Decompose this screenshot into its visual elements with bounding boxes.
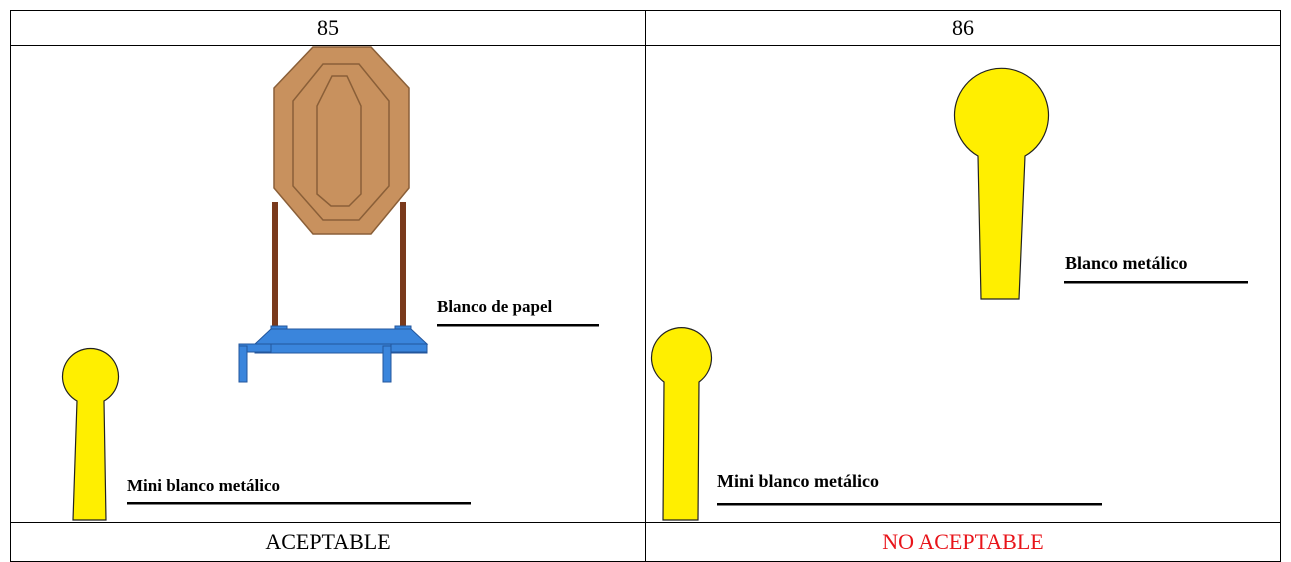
verdict-acceptable: ACEPTABLE — [10, 522, 646, 562]
paper-target-label: Blanco de papel — [437, 297, 553, 316]
paper-target-stand — [238, 202, 429, 383]
column-header-85: 85 — [10, 10, 646, 46]
metal-target-label-underline — [1064, 281, 1248, 284]
metal-target — [953, 67, 1050, 300]
verdict-not-acceptable: NO ACEPTABLE — [645, 522, 1281, 562]
comparison-table: 85 86 — [10, 10, 1281, 562]
mini-metal-target — [61, 347, 120, 521]
left-illustration: Blanco de papel Mini blanco metálico — [61, 46, 599, 521]
mini-metal-target — [650, 327, 713, 521]
mini-metal-label-underline — [717, 503, 1102, 506]
mini-metal-target-label: Mini blanco metálico — [127, 476, 280, 495]
metal-target-label: Blanco metálico — [1065, 253, 1187, 273]
right-illustration-cell: Blanco metálico Mini blanco metálico — [645, 45, 1281, 523]
column-header-86: 86 — [645, 10, 1281, 46]
left-illustration-cell: Blanco de papel Mini blanco metálico — [10, 45, 646, 523]
mini-metal-target-label: Mini blanco metálico — [717, 471, 879, 491]
mini-metal-label-underline — [127, 502, 471, 505]
paper-target — [273, 46, 410, 235]
right-illustration: Blanco metálico Mini blanco metálico — [650, 67, 1248, 521]
paper-target-label-underline — [437, 324, 599, 327]
